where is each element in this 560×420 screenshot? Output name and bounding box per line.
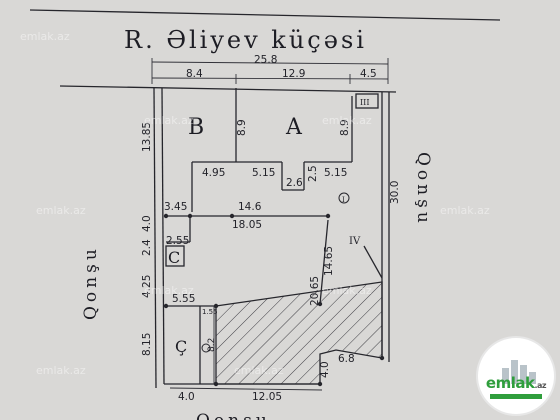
- emlak-logo[interactable]: emlak.az: [478, 338, 554, 414]
- zone-c-box: [165, 245, 185, 267]
- dim-top-total: 25.8: [254, 54, 277, 66]
- point-10: [379, 355, 385, 361]
- watermark: emlak.az: [234, 364, 284, 377]
- dim-5-15-a: 5.15: [252, 167, 275, 179]
- dim-top-left: 8.4: [186, 68, 203, 80]
- zone-a-label: A: [285, 115, 303, 140]
- dim-2-5: 2.5: [307, 165, 319, 182]
- dim-top-mid: 12.9: [282, 68, 305, 80]
- roman-i: I: [342, 196, 345, 204]
- watermark: emlak.az: [322, 284, 372, 297]
- hatched-building: [215, 281, 383, 385]
- dim-3-45: 3.45: [164, 201, 187, 213]
- roman-iv: IV: [349, 236, 361, 247]
- dim-top-right: 4.5: [360, 68, 377, 80]
- annex-iii-box: [355, 93, 379, 109]
- dim-bottom-left: 4.0: [178, 391, 195, 403]
- logo-building: [502, 368, 509, 384]
- logo-building: [511, 360, 518, 384]
- watermark: emlak.az: [322, 114, 372, 127]
- zone-ch-marker: [201, 343, 211, 353]
- dim-line-top-split: [151, 77, 389, 80]
- dim-4-95: 4.95: [202, 167, 225, 179]
- dim-2-6: 2.6: [286, 177, 303, 189]
- watermark: emlak.az: [36, 364, 86, 377]
- dim-5-15-b: 5.15: [324, 167, 347, 179]
- dim-14-65: 14.65: [323, 246, 335, 276]
- point-6: [213, 303, 219, 309]
- watermark: emlak.az: [440, 204, 490, 217]
- watermark: emlak.az: [36, 204, 86, 217]
- point-8: [213, 381, 219, 387]
- logo-tld: .az: [534, 381, 547, 390]
- zone-b-label: B: [188, 115, 204, 140]
- point-3: [229, 213, 235, 219]
- zone-i-right: [319, 219, 329, 305]
- dim-5-55: 5.55: [172, 293, 195, 305]
- point-2: [187, 213, 193, 219]
- dim-14-6: 14.6: [238, 201, 262, 213]
- dim-8-2: 8.2: [207, 338, 217, 352]
- street-line-top: [29, 9, 501, 21]
- point-7: [317, 301, 323, 307]
- dim-4-0-b: 4.0: [319, 361, 331, 378]
- zone-i-marker: [338, 192, 350, 204]
- logo-brand: emlak.az: [482, 374, 550, 392]
- point-5: [163, 303, 169, 309]
- dim-left-mid: 4.0: [141, 215, 153, 232]
- zone-c-label: C: [168, 248, 180, 267]
- dim-2-55: 2.55: [166, 235, 189, 247]
- dim-left-low: 4.25: [141, 275, 153, 298]
- neighbor-bottom: Qonşu: [196, 411, 271, 420]
- dim-a-height: 8.9: [339, 119, 351, 136]
- dim-1-55: 1.55: [202, 308, 218, 316]
- dim-b-height: 8.9: [236, 119, 248, 136]
- dim-20-65: 20.65: [309, 276, 321, 306]
- street-line-bottom: [59, 85, 397, 93]
- left-dim-line: [153, 87, 157, 389]
- dim-line-bottom: [169, 387, 323, 391]
- street-name: R. Əliyev küçəsi: [124, 26, 367, 54]
- logo-building: [520, 365, 527, 384]
- neighbor-right: Qonşu: [413, 152, 433, 227]
- dim-18-05: 18.05: [232, 219, 262, 231]
- dim-left-sep: 2.4: [141, 239, 153, 256]
- dim-left-bottom: 8.15: [141, 333, 153, 356]
- watermark: emlak.az: [20, 30, 70, 43]
- dim-6-8: 6.8: [338, 353, 355, 365]
- point-1: [163, 213, 169, 219]
- watermark: emlak.az: [144, 284, 194, 297]
- dim-right-side: 30.0: [389, 181, 401, 204]
- logo-building: [529, 372, 536, 384]
- watermark: emlak.az: [144, 114, 194, 127]
- dim-bottom-right: 12.05: [252, 391, 282, 403]
- boundary-left: [161, 87, 165, 385]
- logo-strip: [490, 394, 542, 399]
- zone-ch-label: Ç: [175, 337, 187, 356]
- dim-left-upper: 13.85: [141, 122, 153, 152]
- point-9: [317, 381, 323, 387]
- logo-brand-text: emlak: [485, 374, 535, 392]
- roman-iii: III: [360, 98, 369, 107]
- line-iv: [363, 245, 383, 279]
- point-4: [325, 213, 331, 219]
- neighbor-left: Qonşu: [81, 245, 101, 320]
- dim-line-top-total: [151, 61, 389, 65]
